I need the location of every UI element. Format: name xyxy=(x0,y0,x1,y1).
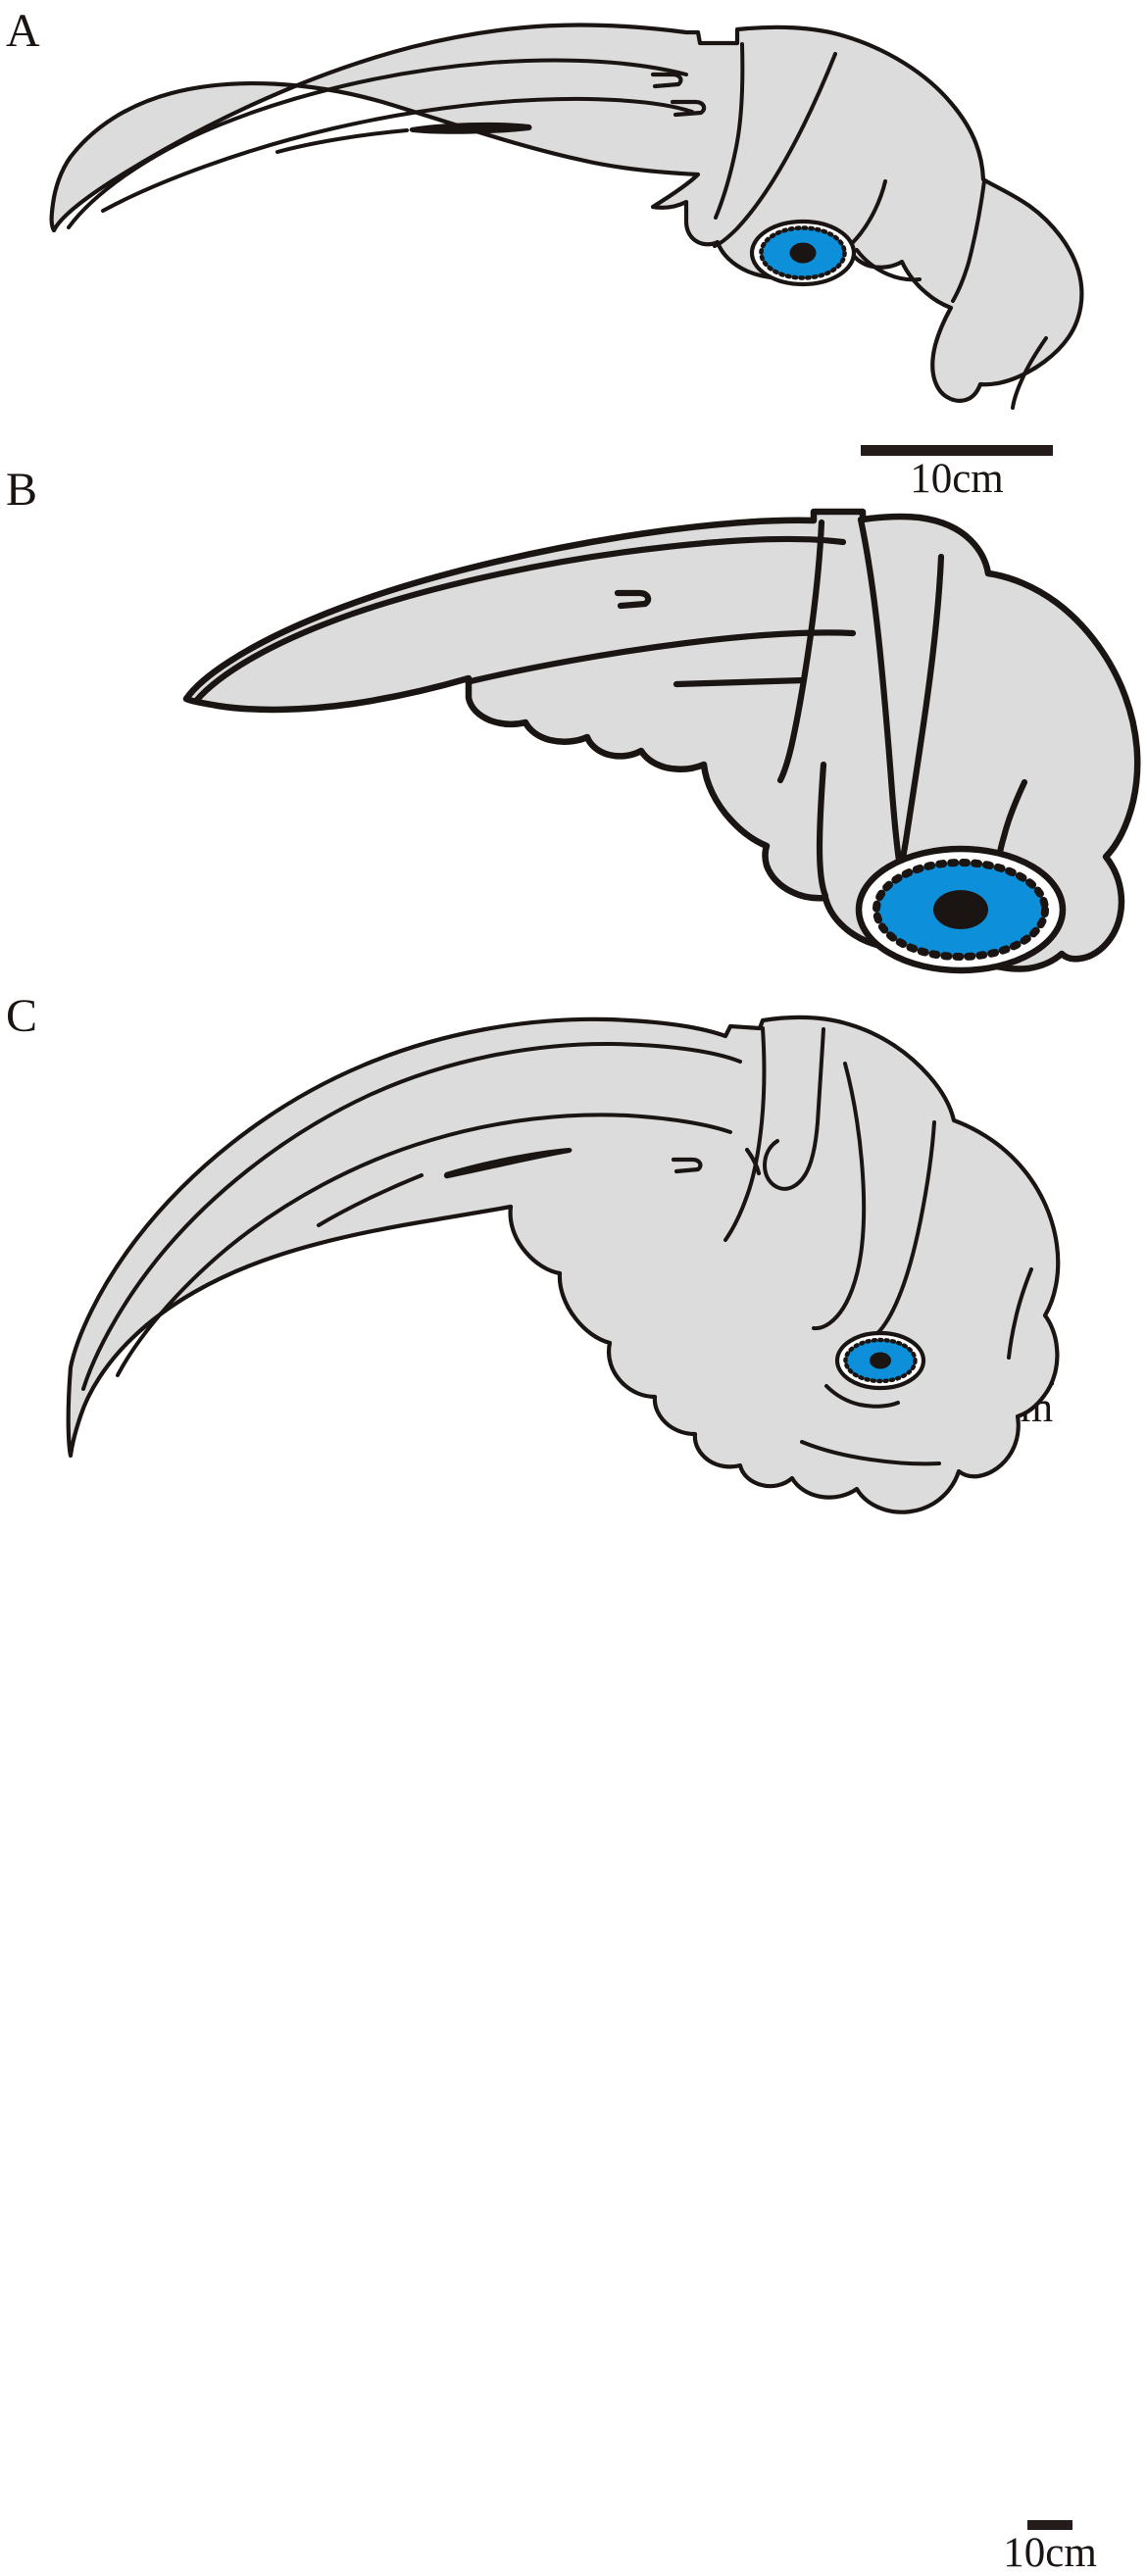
skull-b-pupil xyxy=(932,890,988,929)
skull-a-outline xyxy=(49,23,1084,403)
skull-illustration-c xyxy=(66,1015,1061,1514)
skull-a-suture-jugal xyxy=(855,248,922,282)
scalebar-c-line xyxy=(1027,2520,1072,2530)
skull-b-suture-premaxilla xyxy=(776,519,825,784)
scalebar-a-line xyxy=(861,445,1053,456)
panel-b: B xyxy=(0,459,1147,1429)
skull-a-foramen-upper-icon xyxy=(650,72,683,89)
skull-a-suture-premaxilla xyxy=(714,42,745,220)
skull-a-groove-short xyxy=(275,128,409,154)
skull-c-suture-quadratojugal xyxy=(800,1440,941,1466)
skull-b-suture-maxilla-upper xyxy=(192,535,847,705)
skull-c-suture-maxilla-mid xyxy=(116,1113,732,1377)
skull-a-suture-squamosal xyxy=(1011,336,1048,410)
skull-c-suture-jugal xyxy=(824,1384,900,1409)
skull-c-suture-squamosal xyxy=(1007,1267,1033,1360)
scalebar-c-label: 10cm xyxy=(1003,2530,1097,2576)
skull-a-foramen-lower-icon xyxy=(670,99,707,118)
skull-c-pupil xyxy=(870,1352,891,1369)
panel-a: A xyxy=(0,0,1147,505)
skull-c-suture-premaxilla xyxy=(723,1026,767,1242)
scalebar-a: 10cm xyxy=(861,445,1053,501)
skull-b-foramen-icon xyxy=(614,589,652,610)
skull-a-group xyxy=(49,23,1084,410)
skull-b-suture-nasal-frontal xyxy=(857,516,905,877)
skull-a-alveolar-slit xyxy=(409,122,532,134)
skull-c-foramen-upper-icon xyxy=(671,1157,703,1174)
panel-c: C xyxy=(0,985,1147,2575)
skull-c-groove-short xyxy=(317,1173,424,1227)
skull-b-suture-ectopterygoid xyxy=(816,761,829,900)
scalebar-a-label: 10cm xyxy=(910,456,1004,502)
skull-a-suture-postorbital xyxy=(951,179,986,303)
skull-a-suture-maxilla-mid xyxy=(101,96,694,213)
panel-label-c: C xyxy=(6,990,38,1042)
skull-a-suture-nasal-frontal xyxy=(713,52,837,248)
skull-illustration-a xyxy=(49,23,1084,410)
skull-c-group xyxy=(66,1015,1061,1514)
skull-c-suture-nasal-frontal xyxy=(762,1027,825,1191)
skull-c-suture-postorbital xyxy=(873,1120,936,1337)
skull-a-suture-maxilla-upper xyxy=(67,58,688,229)
skull-c-suture-lacrimal xyxy=(812,1062,867,1331)
skull-illustration-b xyxy=(182,508,1141,974)
skull-c-outline xyxy=(66,1015,1061,1514)
skull-c-suture-maxilla-upper xyxy=(81,1041,742,1391)
scalebar-c: 10cm xyxy=(1003,2520,1097,2575)
panel-label-a: A xyxy=(6,5,40,57)
skull-b-groove-short xyxy=(673,676,808,688)
skull-b-group xyxy=(182,508,1141,974)
panel-label-b: B xyxy=(6,464,38,516)
skull-a-pupil xyxy=(789,242,817,264)
skull-c-alveolar-slit xyxy=(443,1148,573,1179)
